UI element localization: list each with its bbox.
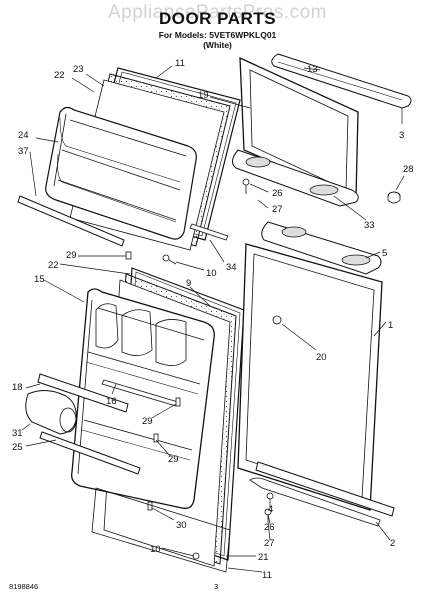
callout-18: 18 [12,382,23,393]
freezer-outer-door [232,53,412,207]
freezer-handle [271,53,412,109]
callout-29-lower: 29 [168,454,179,465]
callout-5: 5 [382,248,387,259]
fresh-food-inner-door [71,288,215,509]
callout-37: 37 [18,146,29,157]
callout-11-lower: 11 [262,570,272,581]
callout-4: 4 [268,504,273,515]
callout-3: 3 [399,130,404,141]
callout-16: 16 [106,396,117,407]
fresh-food-outer-door [237,221,395,527]
callout-10: 10 [206,268,217,279]
callout-26: 26 [272,188,283,199]
dairy-door-frame [37,373,129,413]
callout-19: 19 [198,90,209,101]
callout-34: 34 [226,262,237,273]
freezer-door-assembly [17,67,241,265]
callout-26-lower: 26 [264,522,275,533]
page-title: DOOR PARTS [158,9,277,28]
callout-33: 33 [364,220,375,231]
page-number: 3 [214,582,219,591]
color-line: (White) [203,40,232,50]
callout-30: 30 [176,520,187,531]
freezer-inner-door [45,106,197,240]
models-line: For Models: 5VET6WPKLQ01 [158,30,277,40]
callout-31: 31 [12,428,23,439]
callout-2: 2 [390,538,395,549]
leader-lines [21,65,405,573]
callout-20: 20 [316,352,327,363]
callout-9: 9 [186,278,191,289]
callout-24: 24 [18,130,29,141]
callout-29-middle: 29 [142,416,153,427]
callout-28: 28 [403,164,414,175]
callout-numbers: 22 23 11 24 37 13 19 3 28 26 27 33 29 22… [12,58,414,581]
callout-27-lower: 27 [264,538,275,549]
document-number: 8198846 [9,582,39,591]
dairy-door [25,390,77,435]
callout-29: 29 [66,250,77,261]
callout-15: 15 [34,274,45,285]
fresh-food-door-assembly [25,267,245,573]
callout-11: 11 [175,58,185,69]
callout-10-lower: 10 [150,544,161,555]
callout-13: 13 [307,64,318,75]
callout-23: 23 [73,64,84,75]
callout-22: 22 [54,70,65,81]
callout-22-lower: 22 [48,260,59,271]
watermark: AppliancePartsPros.com [107,2,328,23]
callout-25: 25 [12,442,23,453]
freezer-shelf-bar [17,195,125,247]
callout-27: 27 [272,204,283,215]
callout-1: 1 [388,320,393,331]
callout-21: 21 [258,552,269,563]
